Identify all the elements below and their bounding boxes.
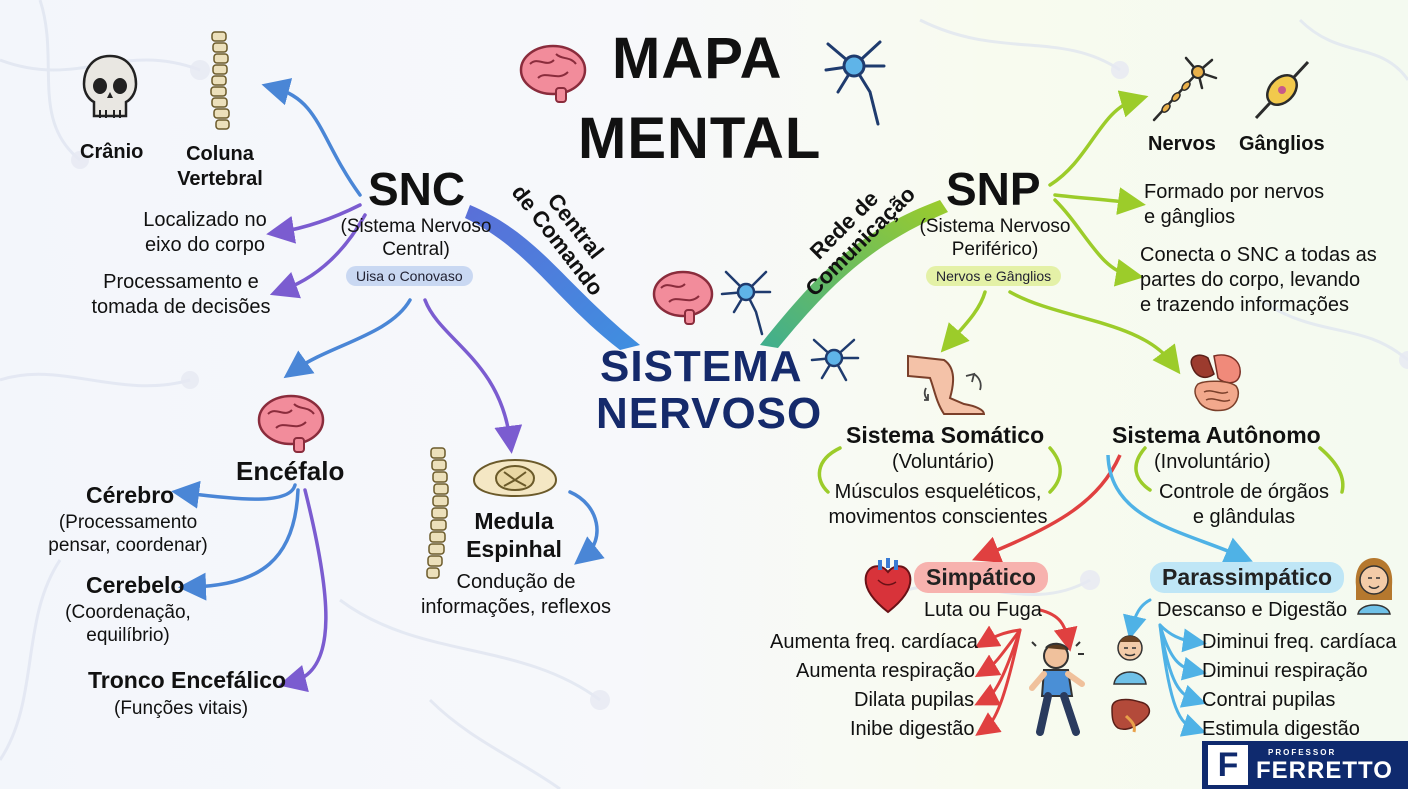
parassimpatico-sub: Descanso e Digestão xyxy=(1157,599,1348,621)
cerebelo-label: Cerebelo xyxy=(86,572,185,598)
spine-icon xyxy=(210,31,230,130)
logo-mark: F xyxy=(1208,745,1248,785)
parassimpatico-item-1: Diminui freq. cardíaca xyxy=(1202,631,1397,653)
snp-hub-connector xyxy=(760,200,948,348)
spine-icon xyxy=(426,447,449,579)
snp-acronym: SNP xyxy=(946,163,1041,215)
medula-label: Medula Espinhal xyxy=(466,508,562,562)
localizado-text: Localizado no eixo do corpo xyxy=(143,209,267,256)
center-title-line2: NERVOSO xyxy=(596,389,823,438)
nerve-icon xyxy=(1152,56,1218,122)
parassimpatico-item-2: Diminui respiração xyxy=(1202,660,1368,682)
heart-icon xyxy=(864,558,912,614)
brain-icon xyxy=(652,270,714,325)
brain-icon xyxy=(257,394,325,453)
cerebro-desc: (Processamento pensar, coordenar) xyxy=(48,512,208,556)
somatico-sub: (Voluntário) xyxy=(892,451,995,473)
neuron-icon xyxy=(810,338,860,382)
ferretto-logo: F PROFESSOR FERRETTO xyxy=(1202,741,1408,789)
neuron-icon xyxy=(824,40,886,126)
parassimpatico-item-4: Estimula digestão xyxy=(1202,718,1360,740)
skull-icon xyxy=(82,54,138,118)
running-person-icon xyxy=(1029,641,1085,736)
parassimpatico-badge: Parassimpático xyxy=(1150,562,1345,593)
parassimpatico-item-3: Contrai pupilas xyxy=(1202,689,1336,711)
somatico-desc: Músculos esqueléticos, movimentos consci… xyxy=(828,481,1048,528)
autonomo-label: Sistema Autônomo xyxy=(1112,422,1321,448)
processamento-text: Processamento e tomada de decisões xyxy=(91,271,271,318)
cerebro-label: Cérebro xyxy=(86,482,175,508)
liver-icon xyxy=(1111,698,1151,733)
cerebelo-desc: (Coordenação, equilíbrio) xyxy=(65,602,191,646)
somatico-label: Sistema Somático xyxy=(846,422,1045,448)
coluna-label: Coluna Vertebral xyxy=(177,143,263,190)
ganglion-icon xyxy=(1254,60,1310,120)
simpatico-badge: Simpático xyxy=(914,562,1048,593)
tronco-label: Tronco Encefálico xyxy=(88,667,287,693)
spinal-cord-section-icon xyxy=(472,458,558,498)
neuron-icon xyxy=(720,270,772,336)
simpatico-item-1: Aumenta freq. cardíaca xyxy=(770,631,978,653)
snc-hub-connector xyxy=(465,205,640,350)
cranio-label: Crânio xyxy=(80,141,144,163)
center-title-line1: SISTEMA xyxy=(600,342,803,391)
logo-small-text: PROFESSOR xyxy=(1268,748,1337,757)
conecta-text: Conecta o SNC a todas as partes do corpo… xyxy=(1140,244,1377,316)
tronco-desc: (Funções vitais) xyxy=(114,698,249,719)
encefalo-label: Encéfalo xyxy=(236,456,345,486)
snp-pill: Nervos e Gânglios xyxy=(926,266,1062,286)
title-line1: MAPA xyxy=(612,26,783,91)
snc-full-name: (Sistema Nervoso Central) xyxy=(340,216,492,260)
brain-icon xyxy=(519,44,587,103)
title-line2: MENTAL xyxy=(578,106,822,171)
autonomo-sub: (Involuntário) xyxy=(1154,451,1271,473)
leg-icon xyxy=(907,354,986,415)
ganglios-label: Gânglios xyxy=(1239,133,1325,155)
simpatico-item-4: Inibe digestão xyxy=(850,718,975,740)
nervos-label: Nervos xyxy=(1148,133,1216,155)
autonomo-desc: Controle de órgãos e glândulas xyxy=(1158,481,1330,528)
snp-full-name: (Sistema Nervoso Periférico) xyxy=(919,216,1071,260)
simpatico-item-2: Aumenta respiração xyxy=(796,660,975,682)
simpatico-item-3: Dilata pupilas xyxy=(854,689,975,711)
snc-acronym: SNC xyxy=(368,163,466,215)
snc-pill: Uisa o Conovaso xyxy=(346,266,473,286)
simpatico-sub: Luta ou Fuga xyxy=(924,599,1042,621)
medula-desc: Condução de informações, reflexos xyxy=(420,571,612,618)
relaxed-person-icon xyxy=(1113,635,1147,685)
organs-icon xyxy=(1190,354,1241,412)
calm-person-icon xyxy=(1355,558,1393,615)
logo-big-text: FERRETTO xyxy=(1256,757,1393,784)
formado-text: Formado por nervos e gânglios xyxy=(1144,181,1325,228)
